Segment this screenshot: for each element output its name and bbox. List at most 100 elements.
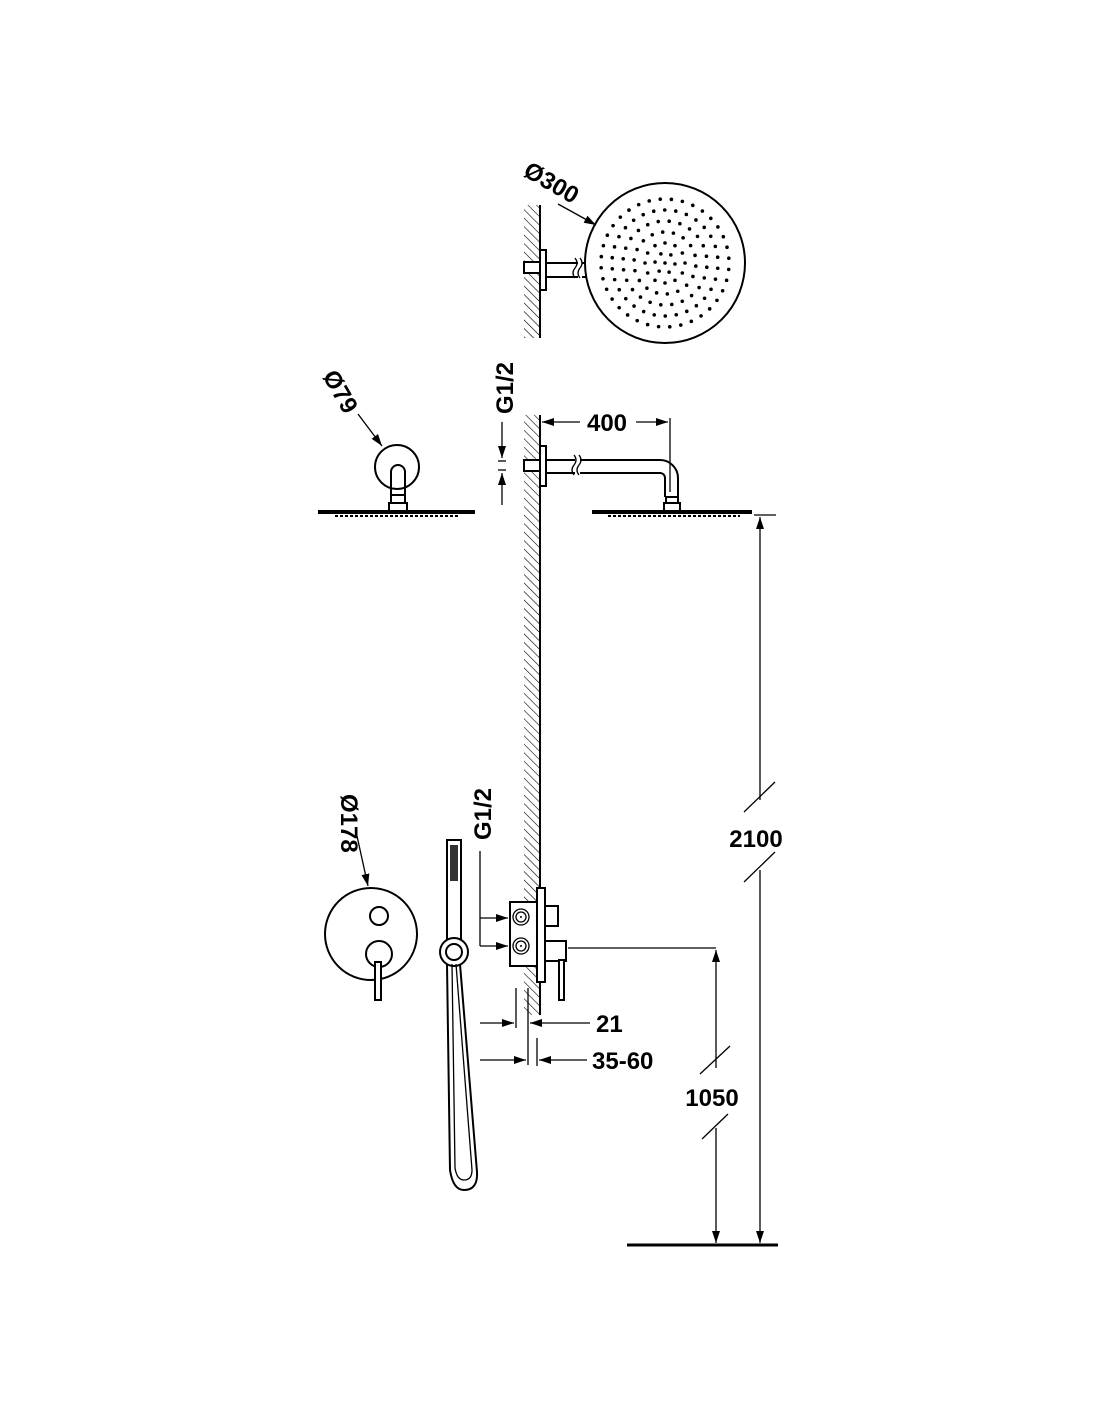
- nozzle-dot: [695, 234, 700, 239]
- nozzle-dot: [701, 243, 706, 248]
- nozzle-dot: [678, 323, 683, 327]
- nozzle-dot: [632, 304, 636, 308]
- nozzle-dot: [662, 208, 667, 212]
- nozzle-dot: [684, 212, 689, 217]
- nozzle-dot: [610, 266, 615, 271]
- nozzle-dot: [667, 325, 672, 329]
- nozzle-dot: [630, 287, 635, 292]
- nozzle-dot: [715, 298, 719, 303]
- nozzle-dot: [612, 245, 617, 249]
- nozzle-dot: [716, 225, 720, 229]
- nozzle-dot: [663, 314, 668, 318]
- nozzle-dot: [681, 236, 685, 240]
- nozzle-dot: [659, 252, 663, 256]
- head-height-label: 2100: [729, 826, 782, 853]
- nozzle-dot: [663, 281, 667, 285]
- nozzle-dot: [726, 267, 731, 272]
- nozzle-dot: [611, 223, 615, 228]
- nozzle-dot: [702, 296, 707, 301]
- nozzle-dot: [680, 299, 685, 304]
- nozzle-dot: [632, 258, 636, 262]
- nozzle-dot: [673, 209, 678, 213]
- nozzle-dot: [604, 287, 609, 292]
- nozzle-dot: [636, 202, 641, 207]
- nozzle-dot: [663, 241, 667, 245]
- nozzle-dot: [635, 247, 639, 252]
- nozzle-dot: [601, 276, 605, 281]
- nozzle-dot: [699, 314, 703, 318]
- nozzle-dot: [652, 313, 657, 317]
- flange-diameter-label: Ø79: [317, 366, 363, 419]
- nozzle-dot: [669, 197, 674, 202]
- nozzle-dot: [617, 287, 622, 292]
- nozzle-dot: [625, 313, 630, 317]
- nozzle-dot: [725, 245, 729, 250]
- nozzle-dot: [663, 261, 667, 265]
- nozzle-dot: [633, 268, 637, 273]
- arm-thread-label: G1/2: [492, 362, 519, 414]
- nozzle-dot: [599, 265, 603, 270]
- arm-front-view: [318, 444, 475, 517]
- nozzle-dot: [643, 261, 647, 265]
- nozzle-dot: [627, 208, 631, 212]
- nozzle-dot: [724, 278, 729, 283]
- nozzle-dot: [693, 253, 697, 258]
- nozzle-dot: [689, 293, 694, 298]
- nozzle-dot: [645, 271, 650, 275]
- head-height-dimension: 2100: [729, 514, 783, 1243]
- arm-thread-dimension: G1/2: [492, 362, 519, 505]
- nozzle-dot: [605, 233, 610, 238]
- nozzle-dot: [641, 239, 646, 243]
- nozzle-dot: [601, 243, 606, 248]
- nozzle-dot: [680, 271, 685, 275]
- nozzle-dot: [653, 278, 657, 283]
- nozzle-dot: [669, 253, 673, 257]
- nozzle-dot: [727, 256, 731, 261]
- nozzle-dot: [673, 262, 677, 266]
- mixer-front-view: [324, 887, 418, 1001]
- nozzle-dot: [697, 285, 701, 290]
- nozzle-dot: [709, 216, 713, 221]
- nozzle-dot: [623, 225, 628, 230]
- nozzle-dot: [656, 219, 661, 224]
- nozzle-dot: [704, 254, 709, 259]
- nozzle-dot: [641, 212, 646, 217]
- nozzle-dot: [623, 246, 628, 250]
- nozzle-dot: [700, 209, 705, 213]
- mixer-thread-dimension: G1/2: [470, 788, 508, 950]
- nozzle-dot: [678, 221, 682, 226]
- nozzle-dot: [667, 219, 671, 224]
- nozzle-dot: [617, 305, 621, 310]
- nozzle-dot: [709, 287, 713, 292]
- nozzle-dot: [631, 218, 636, 223]
- nozzle-dot: [694, 218, 698, 222]
- nozzle-dot: [673, 243, 677, 248]
- arm-length-label: 400: [587, 410, 627, 437]
- mixer-thread-label: G1/2: [470, 788, 497, 840]
- head-diameter-label: Ø300: [519, 157, 583, 210]
- nozzle-dot: [617, 234, 621, 239]
- nozzle-dot: [684, 283, 689, 287]
- nozzle-dot: [687, 227, 692, 231]
- nozzle-dot: [645, 322, 650, 327]
- nozzle-dot: [658, 197, 663, 201]
- nozzle-dot: [675, 289, 680, 294]
- nozzle-dot: [653, 243, 657, 248]
- nozzle-dot: [621, 267, 626, 272]
- nozzle-dot: [641, 309, 646, 314]
- plate-depth-dimension: 21: [480, 988, 623, 1065]
- nozzle-dot: [657, 269, 661, 273]
- nozzle-dot: [618, 215, 623, 219]
- nozzle-dot: [624, 278, 629, 283]
- mixer-plate-diameter-callout: Ø178: [335, 794, 370, 887]
- nozzle-dot: [645, 286, 649, 290]
- nozzle-dot: [702, 225, 707, 230]
- nozzle-dot: [708, 234, 713, 239]
- nozzle-dot: [713, 277, 718, 281]
- nozzle-dot: [635, 318, 640, 323]
- nozzle-dot: [680, 251, 685, 255]
- nozzle-dot: [659, 302, 663, 307]
- nozzle-dot: [669, 302, 674, 307]
